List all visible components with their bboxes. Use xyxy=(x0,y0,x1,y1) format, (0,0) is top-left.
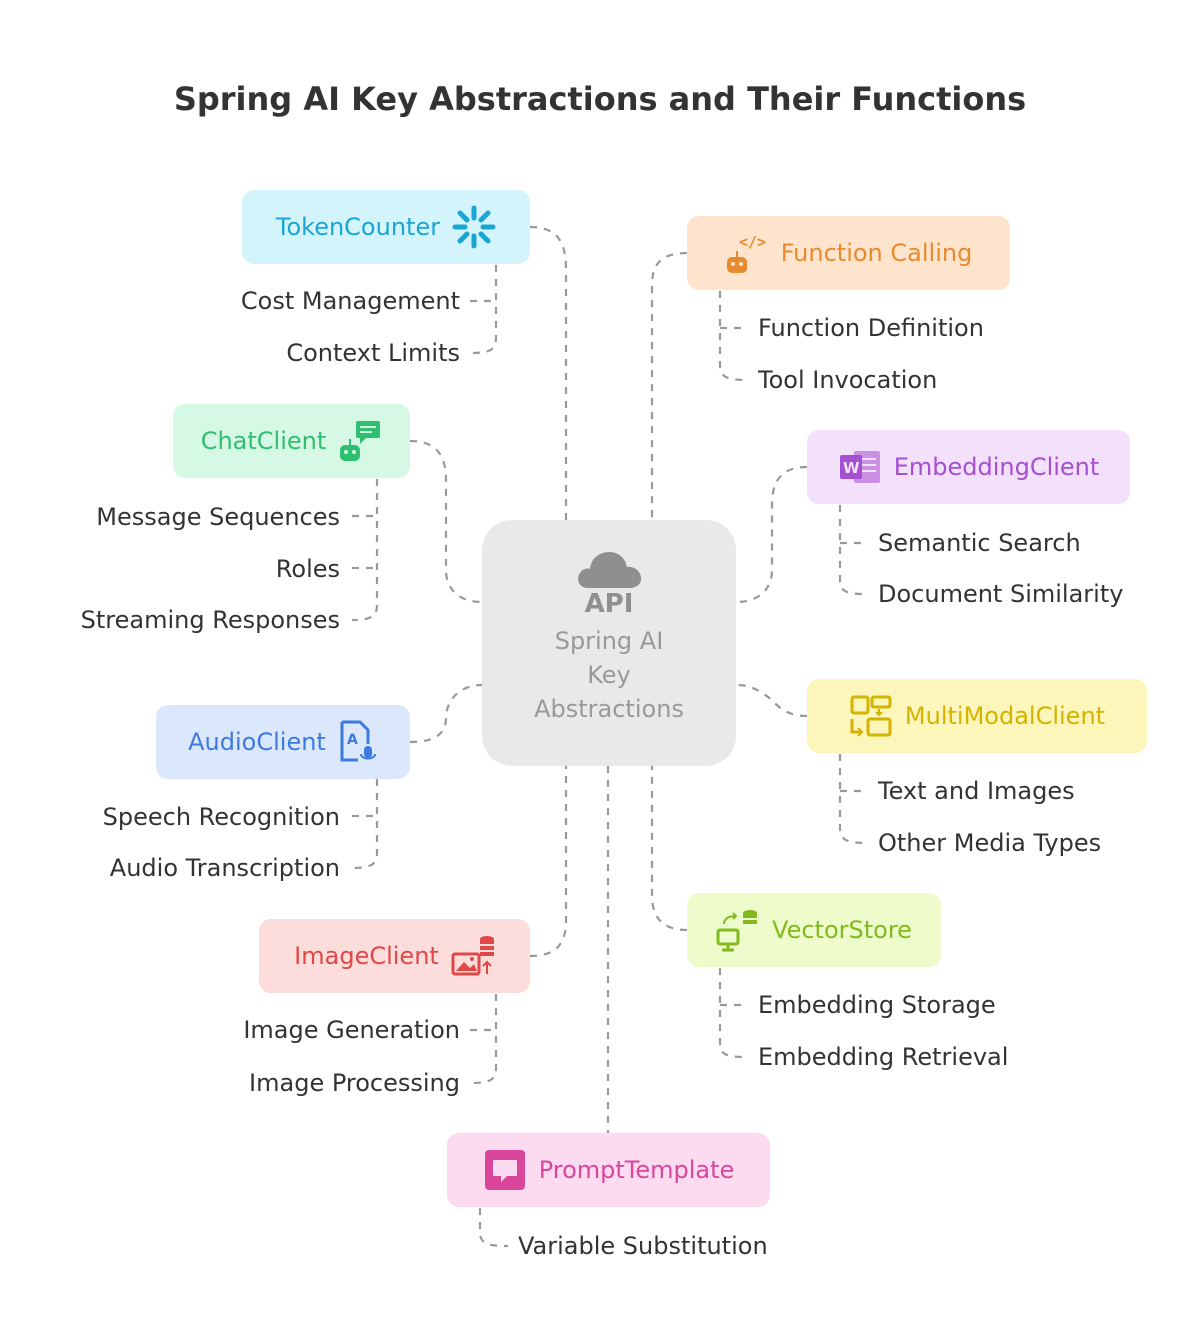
leaf-audio-transcription: Audio Transcription xyxy=(109,854,340,882)
image-database-icon xyxy=(451,936,494,976)
node-label: VectorStore xyxy=(772,916,912,944)
api-text: API xyxy=(584,589,634,619)
node-imageclient[interactable]: ImageClient xyxy=(259,919,530,993)
cloud-api-icon xyxy=(482,548,736,594)
leaf-variable-substitution: Variable Substitution xyxy=(518,1232,768,1260)
link-vectorstore xyxy=(650,766,688,932)
robot-chat-icon xyxy=(340,421,381,461)
chat-bubble-icon xyxy=(484,1150,525,1190)
svg-text:</>: </> xyxy=(739,233,766,251)
leaf-speech-recognition: Speech Recognition xyxy=(102,803,340,831)
word-document-icon: W xyxy=(839,451,880,483)
audio-file-mic-icon: A xyxy=(340,720,376,762)
node-label: EmbeddingClient xyxy=(893,453,1100,481)
leaf-other-media-types: Other Media Types xyxy=(878,829,1102,857)
layout-swap-icon xyxy=(850,695,892,737)
node-label: Function Calling xyxy=(780,239,973,267)
leaf-message-sequences: Message Sequences xyxy=(96,503,340,531)
node-prompttemplate[interactable]: PromptTemplate xyxy=(447,1133,770,1207)
center-label: Spring AI Key Abstractions xyxy=(482,624,736,726)
center-label-line: Spring AI xyxy=(554,627,664,655)
computer-database-icon xyxy=(716,910,758,952)
node-embeddingclient[interactable]: W EmbeddingClient xyxy=(807,430,1130,504)
leaf-function-definition: Function Definition xyxy=(758,314,984,342)
leaf-embedding-retrieval: Embedding Retrieval xyxy=(758,1043,1009,1071)
node-tokencounter[interactable]: TokenCounter xyxy=(242,190,530,264)
svg-text:W: W xyxy=(843,459,860,477)
link-imageclient xyxy=(529,766,568,958)
link-multimodalclient xyxy=(735,683,808,718)
link-audioclient xyxy=(409,683,483,744)
link-tokencounter xyxy=(529,225,568,520)
link-embeddingclient xyxy=(735,465,808,604)
center-label-line: Abstractions xyxy=(534,695,684,723)
center-label-line: Key xyxy=(587,661,631,689)
asterisk-burst-icon xyxy=(452,205,496,249)
leaf-image-processing: Image Processing xyxy=(249,1069,460,1097)
node-label: PromptTemplate xyxy=(538,1156,735,1184)
node-label: TokenCounter xyxy=(275,213,441,241)
node-label: AudioClient xyxy=(188,728,326,756)
center-hub[interactable]: API Spring AI Key Abstractions xyxy=(482,520,736,766)
diagram-title: Spring AI Key Abstractions and Their Fun… xyxy=(173,80,1027,118)
node-label: MultiModalClient xyxy=(904,702,1106,730)
leaf-cost-management: Cost Management xyxy=(240,287,460,315)
node-vectorstore[interactable]: VectorStore xyxy=(687,893,941,967)
node-function-calling[interactable]: </> Function Calling xyxy=(687,216,1010,290)
leaf-semantic-search: Semantic Search xyxy=(878,529,1081,557)
leaf-document-similarity: Document Similarity xyxy=(878,580,1124,608)
node-label: ChatClient xyxy=(200,427,327,455)
node-audioclient[interactable]: AudioClient A xyxy=(156,705,410,779)
node-multimodalclient[interactable]: MultiModalClient xyxy=(807,679,1147,753)
link-chatclient xyxy=(409,439,483,604)
svg-text:A: A xyxy=(347,732,358,748)
robot-code-icon: </> xyxy=(726,233,766,273)
leaf-roles: Roles xyxy=(275,555,340,583)
leaf-embedding-storage: Embedding Storage xyxy=(758,991,996,1019)
leaf-tool-invocation: Tool Invocation xyxy=(758,366,938,394)
leaf-image-generation: Image Generation xyxy=(243,1016,460,1044)
node-chatclient[interactable]: ChatClient xyxy=(173,404,410,478)
leaf-streaming-responses: Streaming Responses xyxy=(80,606,340,634)
node-label: ImageClient xyxy=(294,942,439,970)
link-functioncalling xyxy=(650,251,688,520)
leaf-text-and-images: Text and Images xyxy=(878,777,1075,805)
leaf-context-limits: Context Limits xyxy=(286,339,460,367)
